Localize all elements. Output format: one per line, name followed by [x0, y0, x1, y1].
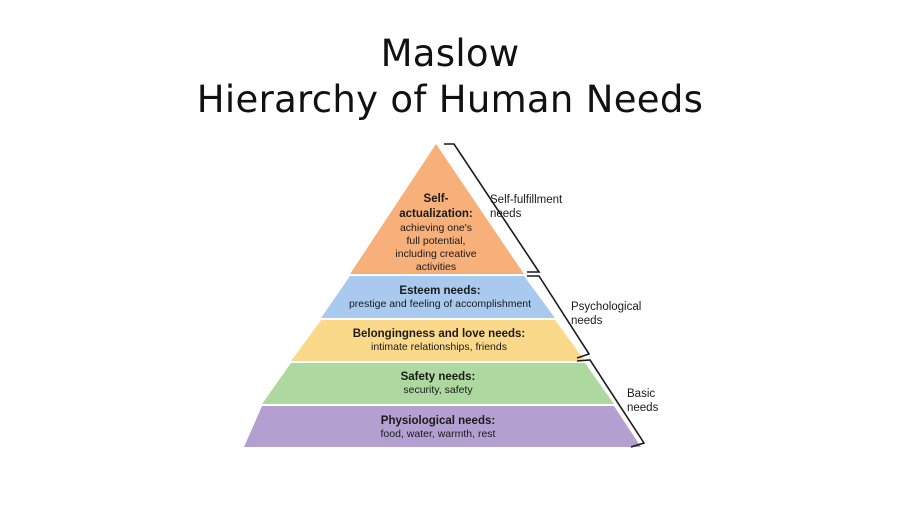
esteem-heading: Esteem needs:: [399, 285, 480, 297]
esteem-band: [321, 276, 555, 318]
basic-label-1: Basic: [627, 388, 655, 400]
self-actualization-heading-2: actualization:: [399, 208, 472, 220]
self-actualization-desc-4: activities: [416, 261, 456, 273]
self-actualization-heading-1: Self-: [424, 193, 449, 205]
physiological-heading: Physiological needs:: [381, 415, 495, 427]
self-actualization-desc-2: full potential,: [407, 235, 466, 247]
safety-band: [262, 363, 614, 404]
self-actualization-desc-3: including creative: [395, 248, 476, 260]
self-fulfillment-label-2: needs: [490, 208, 522, 220]
physiological-desc: food, water, warmth, rest: [381, 428, 496, 440]
physiological-band: [244, 406, 641, 447]
belongingness-heading: Belongingness and love needs:: [353, 328, 526, 340]
title-line-2: Hierarchy of Human Needs: [196, 78, 704, 121]
self-fulfillment-label-1: Self-fulfillment: [490, 194, 563, 206]
basic-bracket: [576, 359, 646, 448]
title-line-1: Maslow: [380, 32, 520, 75]
self-actualization-desc-1: achieving one's: [400, 222, 472, 234]
self-fulfillment-bracket: [444, 143, 541, 273]
safety-heading: Safety needs:: [401, 371, 476, 383]
safety-desc: security, safety: [403, 384, 473, 396]
psychological-bracket: [527, 275, 591, 359]
self-actualization-band: [350, 144, 524, 274]
belongingness-desc: intimate relationships, friends: [371, 341, 507, 353]
psychological-label-1: Psychological: [571, 301, 641, 313]
esteem-desc: prestige and feeling of accomplishment: [349, 298, 531, 310]
basic-label-2: needs: [627, 402, 659, 414]
psychological-label-2: needs: [571, 315, 603, 327]
belongingness-band: [291, 320, 585, 361]
